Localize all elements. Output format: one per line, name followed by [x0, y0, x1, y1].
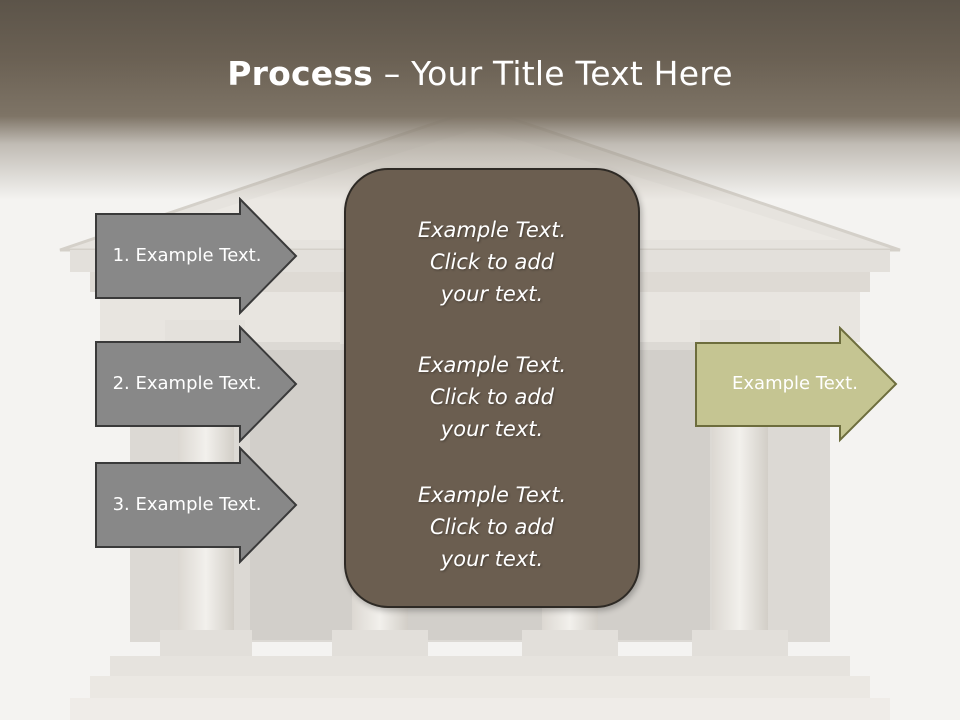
center-item-1-line3: your text. — [440, 282, 544, 306]
title-regular-text: – Your Title Text Here — [373, 54, 733, 93]
center-item-3-line1: Example Text. — [417, 483, 567, 507]
title-bar — [0, 0, 960, 200]
center-process-box[interactable]: Example Text. Click to add your text. Ex… — [344, 168, 640, 608]
arrow-shape-3[interactable] — [94, 446, 300, 564]
title-bold-text: Process — [227, 54, 374, 93]
slide-title[interactable]: Process – Your Title Text Here — [0, 52, 960, 96]
center-item-2[interactable]: Example Text. Click to add your text. — [346, 349, 638, 445]
center-item-1[interactable]: Example Text. Click to add your text. — [346, 214, 638, 310]
arrow-label-3: 3. Example Text. — [112, 494, 262, 515]
center-item-2-line3: your text. — [440, 417, 544, 441]
arrow-shape-2[interactable] — [94, 325, 300, 443]
center-item-1-line2: Click to add — [429, 250, 554, 274]
center-item-1-line1: Example Text. — [417, 218, 567, 242]
result-arrow-shape[interactable] — [694, 326, 900, 444]
center-item-2-line1: Example Text. — [417, 353, 567, 377]
result-arrow-label: Example Text. — [732, 373, 858, 394]
center-item-3-line2: Click to add — [429, 515, 554, 539]
arrow-label-1: 1. Example Text. — [112, 245, 262, 266]
center-item-3[interactable]: Example Text. Click to add your text. — [346, 479, 638, 575]
center-item-2-line2: Click to add — [429, 385, 554, 409]
arrow-shape-1[interactable] — [94, 197, 300, 315]
arrow-label-2: 2. Example Text. — [112, 373, 262, 394]
center-item-3-line3: your text. — [440, 547, 544, 571]
